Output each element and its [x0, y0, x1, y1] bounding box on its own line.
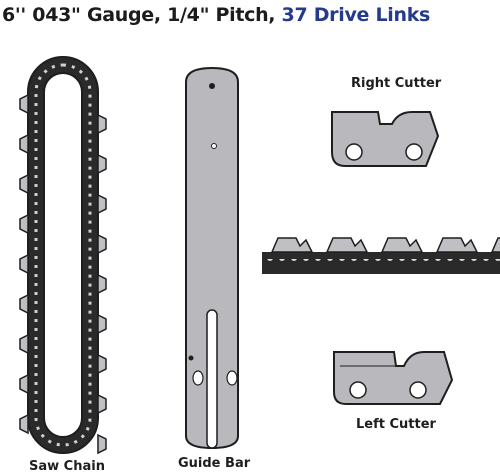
chain-tooth: [19, 333, 29, 355]
saw-chain-label: Saw Chain: [29, 459, 105, 474]
right-cutter-label: Right Cutter: [351, 76, 442, 91]
guide-bar: [185, 66, 239, 450]
chain-tooth: [19, 253, 29, 275]
bar-nose-hole: [209, 83, 215, 89]
chain-tooth: [19, 413, 29, 435]
chain-tooth: [325, 237, 369, 253]
chain-tooth: [19, 213, 29, 235]
chain-tooth: [97, 313, 107, 335]
chain-tooth: [19, 293, 29, 315]
product-headline: 6'' 043" Gauge, 1/4" Pitch, 37 Drive Lin…: [2, 2, 498, 28]
chain-segment: [262, 237, 500, 274]
left-cutter-label: Left Cutter: [356, 417, 436, 432]
headline-spec-text: 6'' 043" Gauge, 1/4" Pitch,: [2, 4, 282, 26]
chain-tooth: [97, 393, 107, 415]
chain-tooth: [380, 237, 424, 253]
chain-tooth: [97, 433, 107, 455]
chain-tooth: [97, 193, 107, 215]
chain-tooth: [19, 173, 29, 195]
chain-tooth: [19, 373, 29, 395]
chain-tooth: [435, 237, 479, 253]
chain-tooth: [97, 113, 107, 135]
chain-tooth: [97, 233, 107, 255]
bar-slot: [206, 309, 218, 449]
chain-tooth: [270, 237, 314, 253]
chain-tooth: [97, 353, 107, 375]
headline-drive-links: 37 Drive Links: [281, 4, 431, 26]
guide-bar-label: Guide Bar: [178, 456, 251, 471]
chain-tooth: [19, 93, 29, 115]
left-cutter-illustration: [333, 351, 454, 405]
chain-tooth: [19, 133, 29, 155]
right-cutter-illustration: [331, 111, 440, 167]
saw-chain-loop: [19, 56, 107, 455]
chain-tooth: [490, 237, 500, 253]
chain-tooth: [97, 273, 107, 295]
chain-tooth: [97, 153, 107, 175]
